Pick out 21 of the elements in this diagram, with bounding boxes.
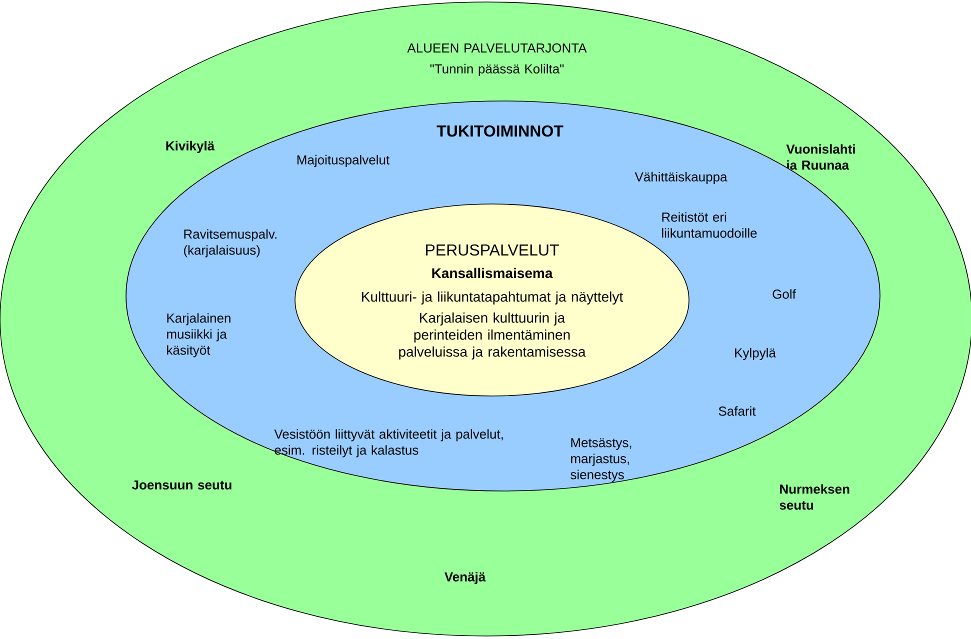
area-label: Nurmeksen seutu — [780, 484, 850, 510]
service-label: Reitistöt eri liikuntamuodoille — [662, 212, 757, 238]
service-label: Metsästys, marjastus, sienestys — [570, 438, 632, 482]
service-label: Vesistöön liittyvät aktiviteetit ja palvelut, esim. risteilyt ja kalastus — [274, 429, 503, 458]
service-label: Majoituspalvelut — [297, 154, 390, 168]
service-label: Karjalainen musiikki ja käsityöt — [167, 313, 230, 358]
body-text: Karjalaisen kulttuurin ja perinteiden ilmentäminen palveluissa ja rakentamisessa — [399, 312, 586, 360]
subheading: "Tunnin päässä Kolilta" — [430, 64, 564, 76]
area-label: Joensuun seutu — [132, 480, 232, 490]
service-label: Ravitsemuspalv. (karjalaisuus) — [184, 229, 276, 258]
area-label: Venäjä — [444, 572, 486, 584]
heading: TUKITOIMINNOT — [436, 125, 564, 137]
service-label: Vähittäiskauppa — [634, 172, 728, 184]
heading: PERUSPALVELUT — [426, 244, 559, 256]
service-label: Safarit — [718, 406, 756, 416]
body-text: Kulttuuri- ja liikuntatapahtumat ja näyttelyt — [362, 291, 623, 305]
service-label: Kylpylä — [735, 348, 776, 360]
service-label: Golf — [772, 289, 796, 299]
subheading: Kansallismaisema — [432, 268, 553, 278]
area-label: Kivikylä — [166, 140, 215, 154]
heading: ALUEEN PALVELUTARJONTA — [407, 43, 587, 53]
